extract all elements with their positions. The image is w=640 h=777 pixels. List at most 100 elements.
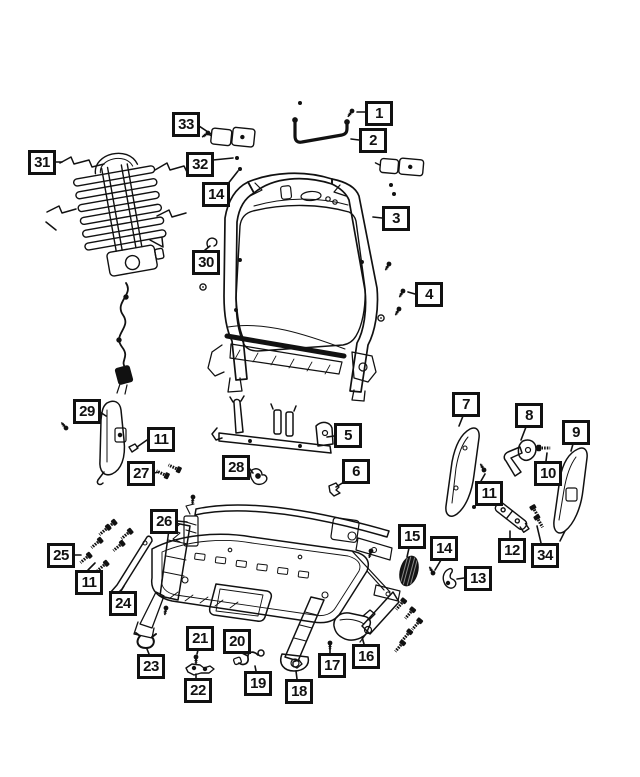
leader-line-33 <box>198 125 212 135</box>
callout-label: 31 <box>34 154 50 171</box>
leader-line-4 <box>407 291 416 295</box>
callout-label: 11 <box>153 431 169 448</box>
leader-line-11 <box>480 473 486 482</box>
callout-16[interactable]: 16 <box>352 644 380 669</box>
leader-line-26 <box>176 520 188 523</box>
bolt-icon <box>391 637 409 656</box>
callout-20[interactable]: 20 <box>223 629 251 654</box>
callout-5[interactable]: 5 <box>334 423 362 448</box>
callout-label: 22 <box>190 682 206 699</box>
callout-12[interactable]: 12 <box>498 538 526 563</box>
recliner-cover-16 <box>333 609 376 641</box>
small-hook-part <box>206 237 218 248</box>
callout-1[interactable]: 1 <box>365 101 393 126</box>
callout-23[interactable]: 23 <box>137 654 165 679</box>
ring-icon <box>199 283 207 291</box>
leader-line-8 <box>520 426 527 441</box>
callout-15[interactable]: 15 <box>398 524 426 549</box>
seat-cushion-frame-drawing <box>133 503 401 672</box>
callout-21[interactable]: 21 <box>186 626 214 651</box>
callout-14[interactable]: 14 <box>202 182 230 207</box>
callout-label: 28 <box>228 459 244 476</box>
callout-24[interactable]: 24 <box>109 591 137 616</box>
bolt-icon <box>76 549 95 567</box>
callout-label: 34 <box>537 547 553 564</box>
callout-label: 17 <box>324 657 340 674</box>
leader-line-29 <box>99 411 107 417</box>
bolt-icon <box>531 512 547 531</box>
callout-label: 12 <box>504 542 520 559</box>
bolt-icon <box>109 537 128 555</box>
top-bracket-right <box>374 157 425 177</box>
callout-29[interactable]: 29 <box>73 399 101 424</box>
callout-17[interactable]: 17 <box>318 653 346 678</box>
screw-icon <box>59 420 70 432</box>
callout-13[interactable]: 13 <box>464 566 492 591</box>
mount-bracket-drawing <box>211 395 334 454</box>
callout-label: 18 <box>291 683 307 700</box>
callout-label: 24 <box>115 595 131 612</box>
leader-line-32 <box>212 157 234 161</box>
callout-label: 15 <box>404 528 420 545</box>
callout-28[interactable]: 28 <box>222 455 250 480</box>
callout-label: 27 <box>133 465 149 482</box>
frame-header-details <box>249 182 347 205</box>
callout-label: 6 <box>352 463 360 480</box>
callout-10[interactable]: 10 <box>534 461 562 486</box>
hook-23 <box>135 632 157 649</box>
callout-8[interactable]: 8 <box>515 403 543 428</box>
leader-line-24 <box>120 585 125 592</box>
callout-label: 11 <box>481 485 497 502</box>
bolt-icon <box>534 443 552 453</box>
recliner-handle-drawing <box>503 439 537 477</box>
callout-27[interactable]: 27 <box>127 461 155 486</box>
lumbar-support-drawing <box>72 152 167 395</box>
leader-line-9 <box>570 443 574 452</box>
callout-25[interactable]: 25 <box>47 543 75 568</box>
callout-11[interactable]: 11 <box>75 570 103 595</box>
callout-3[interactable]: 3 <box>382 206 410 231</box>
screw-icon <box>477 462 488 474</box>
leader-line-18 <box>295 670 298 680</box>
cable-connector <box>114 365 134 385</box>
callout-label: 16 <box>358 648 374 665</box>
callout-22[interactable]: 22 <box>184 678 212 703</box>
top-bracket-left <box>205 126 256 148</box>
callout-2[interactable]: 2 <box>359 128 387 153</box>
callout-33[interactable]: 33 <box>172 112 200 137</box>
bolt-icon <box>117 525 136 543</box>
clip-18 <box>292 659 303 669</box>
callout-18[interactable]: 18 <box>285 679 313 704</box>
callout-34[interactable]: 34 <box>531 543 559 568</box>
callout-31[interactable]: 31 <box>28 150 56 175</box>
callout-11[interactable]: 11 <box>147 427 175 452</box>
callout-label: 14 <box>436 540 452 557</box>
callout-19[interactable]: 19 <box>244 671 272 696</box>
side-shield-29 <box>96 400 127 486</box>
callout-4[interactable]: 4 <box>415 282 443 307</box>
adjuster-knob-drawing <box>399 555 419 587</box>
leader-line-10 <box>545 452 548 462</box>
bolt-icon <box>401 604 419 623</box>
bolt-icon <box>408 615 426 634</box>
screw-icon <box>189 494 196 505</box>
leader-line-13 <box>456 577 465 580</box>
leader-line-30 <box>204 245 211 251</box>
callout-30[interactable]: 30 <box>192 250 220 275</box>
callout-32[interactable]: 32 <box>186 152 214 177</box>
callout-label: 25 <box>53 547 69 564</box>
callout-14[interactable]: 14 <box>430 536 458 561</box>
callout-6[interactable]: 6 <box>342 459 370 484</box>
bolt-icon <box>165 460 184 476</box>
callout-11[interactable]: 11 <box>475 481 503 506</box>
callout-label: 1 <box>375 105 383 122</box>
callout-label: 23 <box>143 658 159 675</box>
callout-7[interactable]: 7 <box>452 392 480 417</box>
callout-26[interactable]: 26 <box>150 509 178 534</box>
latch-22 <box>185 663 215 676</box>
callout-9[interactable]: 9 <box>562 420 590 445</box>
callout-label: 19 <box>250 675 266 692</box>
